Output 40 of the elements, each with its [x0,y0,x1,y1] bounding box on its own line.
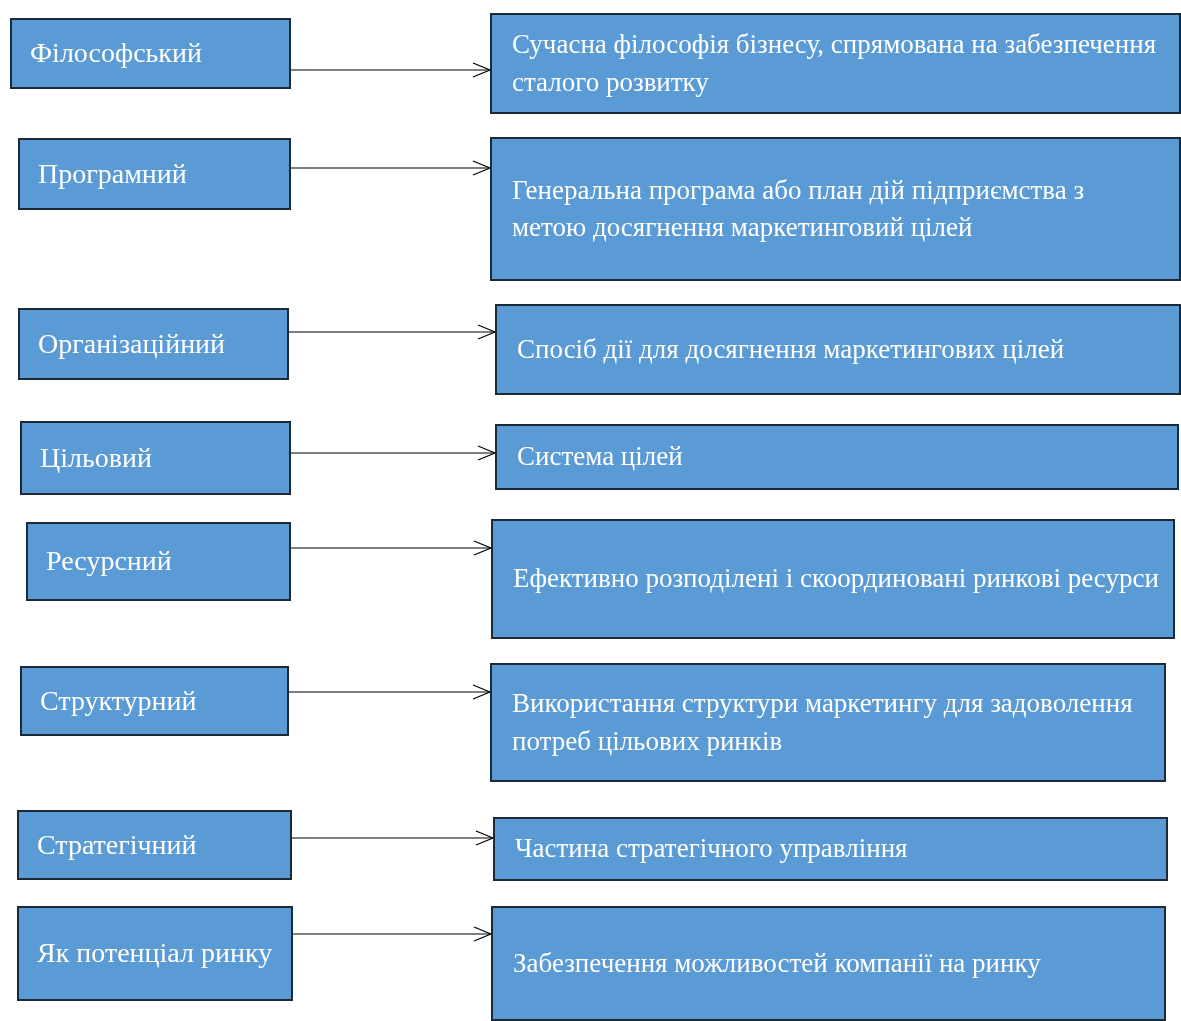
description-box [490,137,1181,281]
box-label: Система цілей [517,440,683,474]
arrow [292,926,492,942]
description-box [495,424,1179,490]
box-label: Цільовий [40,440,152,475]
box-label: Частина стратегічного управління [515,832,908,866]
arrow [290,62,491,78]
box-label: Ефективно розподілені і скоординовані ринкові ресурси [513,562,1159,596]
arrow [290,160,491,176]
box-label: Філософський [30,36,202,71]
box-label: Стратегічний [37,827,197,862]
arrow [288,324,496,340]
description-box [493,817,1168,881]
category-box [17,906,293,1001]
description-box [491,519,1175,639]
box-label: Генеральна програма або план дій підприємства з метою досягнення маркетинговий цілей [512,173,1086,244]
box-label: Організаційний [38,326,226,361]
description-box [490,663,1166,782]
category-box [10,18,291,89]
box-label: Спосіб дії для досягнення маркетингових цілей [517,332,1065,366]
box-label: Програмний [38,156,187,191]
arrow [291,830,494,846]
arrow [290,445,496,461]
category-box [26,522,291,601]
category-box [18,308,289,380]
description-box [491,906,1166,1021]
arrow [290,540,492,556]
box-label: Як потенціал ринку [37,936,273,971]
category-box [20,421,291,495]
category-box [17,810,292,880]
arrow [288,684,491,700]
box-label: Забезпечення можливостей компанії на ринку [513,946,1041,980]
box-label: Сучасна філософія бізнесу, спрямована на забезпечення сталого розвитку [512,28,1158,99]
box-label: Структурний [40,683,197,718]
category-box [20,666,289,736]
description-box [495,304,1181,395]
box-label: Використання структури маркетингу для задоволення потреб цільових ринків [512,687,1134,758]
description-box [490,13,1181,114]
box-label: Ресурсний [46,544,172,579]
category-box [18,138,291,210]
